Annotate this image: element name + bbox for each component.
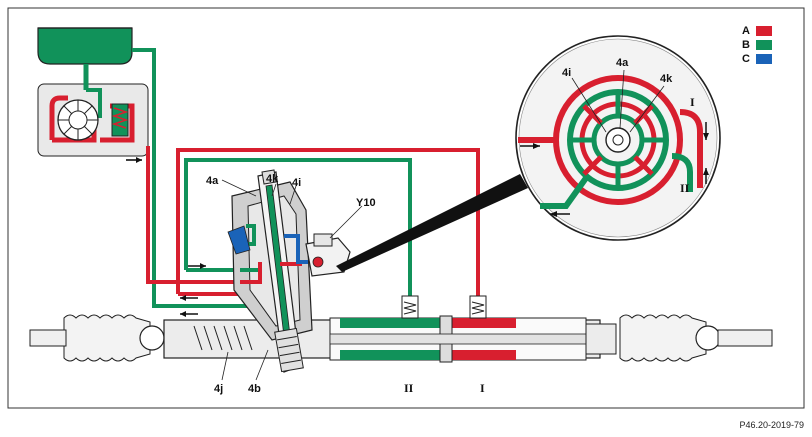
rotary-valve [227,169,351,373]
chamber-ii [340,318,446,328]
label-4b: 4b [248,383,261,395]
pressure-line [146,146,246,284]
figure-reference: P46.20-2019-79 [739,420,804,430]
line-to-chamber-ii [184,158,412,296]
callout-lines [221,179,363,381]
detail-label-4a: 4a [616,57,629,69]
power-steering-pump [37,64,149,157]
legend-swatch-a [756,26,772,36]
detail-label-4k: 4k [660,73,673,85]
fluid-reservoir [37,27,133,65]
valve-detail-view [336,35,721,272]
rack-housing [29,295,773,363]
label-4a: 4a [206,175,219,187]
legend-key-a: A [742,25,750,37]
hose-arrows [180,263,206,317]
legend-swatch-c [756,54,772,64]
label-4k: 4k [266,173,279,185]
detail-label-i: I [690,95,695,109]
label-y10: Y10 [356,197,376,209]
detail-label-ii: II [680,181,690,195]
chamber-i [446,318,516,328]
label-4j: 4j [214,383,223,395]
legend-key-b: B [742,39,750,51]
label-chamber-i: I [480,381,485,395]
pump-flow-arrow [126,157,142,163]
detail-label-4i: 4i [562,67,571,79]
legend-swatch-b [756,40,772,50]
pinion [274,327,304,373]
label-4i: 4i [292,177,301,189]
label-chamber-ii: II [404,381,414,395]
legend-key-c: C [742,53,750,65]
return-line [132,48,248,308]
legend: A B C [742,25,772,65]
